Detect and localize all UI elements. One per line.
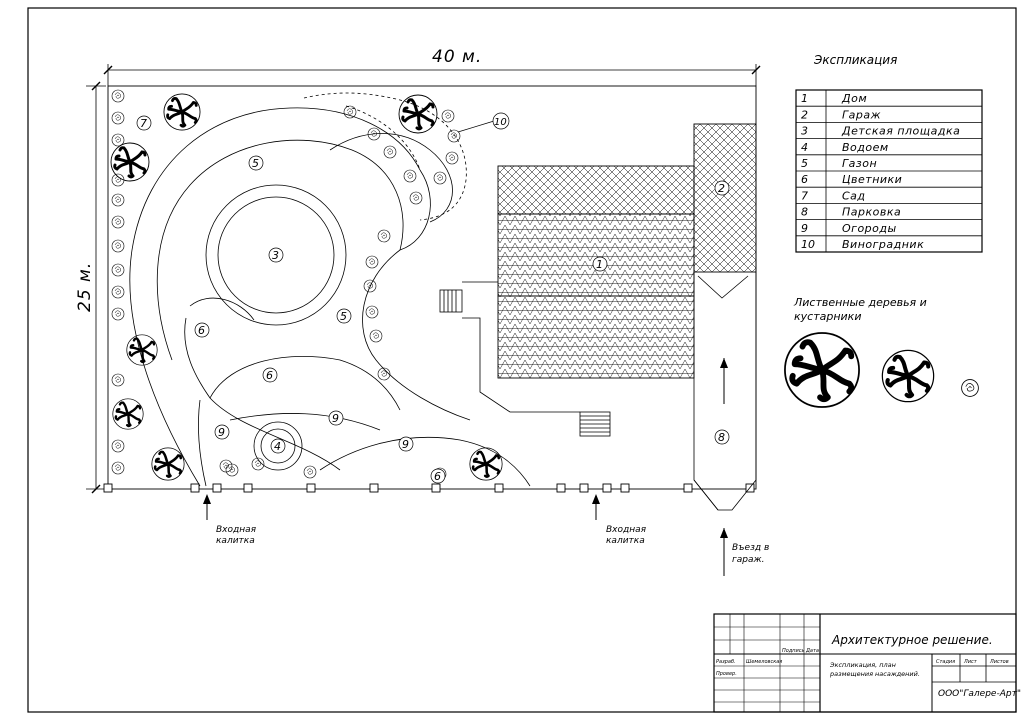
garden-beds [129, 92, 531, 487]
explication-row-number: 1 [801, 92, 808, 105]
explication-title: Экспликация [813, 53, 897, 67]
sheet-description-line2: размещения насаждений. [829, 670, 920, 678]
legend-title-line2: кустарники [794, 310, 861, 323]
zone-label-group: 1 2 3 4 5 5 6 6 6 7 8 9 9 9 10 [136, 112, 730, 484]
row-prover: Провер. [716, 671, 737, 677]
gate-2-label-line2: калитка [606, 536, 645, 546]
house-roof [497, 165, 695, 379]
svg-text:2: 2 [718, 182, 725, 195]
title-block [713, 613, 1017, 713]
zone-label-6c: 6 [430, 468, 446, 484]
svg-text:7: 7 [140, 117, 147, 130]
sheet-description-line1: Экспликация, план [829, 661, 896, 669]
explication-rows: 1 Дом 2 Гараж 3 Детская площадка 4 Водоем 5 Газон… [796, 92, 982, 251]
explication-row-number: 8 [801, 206, 808, 219]
zone-label-3: 3 [268, 247, 284, 263]
dimension-height [86, 81, 106, 494]
garage-drive [693, 272, 757, 511]
explication-row-name: Огороды [842, 222, 897, 235]
explication-row-name: Детская площадка [841, 125, 960, 138]
dimension-width [103, 64, 761, 86]
svg-text:3: 3 [272, 249, 279, 262]
svg-text:8: 8 [718, 431, 725, 444]
explication-row-number: 6 [801, 173, 808, 186]
col-list: Лист [963, 659, 978, 665]
col-podpis: Подпись [782, 648, 805, 654]
porch-steps [439, 281, 611, 437]
svg-text:9: 9 [332, 412, 339, 425]
garage-entry-label-line2: гараж. [732, 555, 764, 565]
zone-label-6b: 6 [262, 367, 278, 383]
svg-text:6: 6 [266, 369, 273, 382]
company-name: ООО"Галере-Арт" [938, 689, 1021, 699]
gate-arrow-1 [203, 494, 211, 520]
garage-entry-arrow [720, 358, 728, 576]
garage-roof [693, 123, 757, 273]
zone-label-2: 2 [714, 180, 730, 196]
zone-label-10: 10 [457, 112, 510, 133]
svg-text:9: 9 [402, 438, 409, 451]
svg-text:5: 5 [340, 310, 347, 323]
gate-2-label-line1: Входная [606, 525, 647, 535]
svg-text:6: 6 [198, 324, 205, 337]
svg-text:4: 4 [274, 440, 281, 453]
col-listov: Листов [989, 659, 1009, 665]
height-label: 25 м. [75, 262, 95, 312]
trees [109, 92, 504, 482]
zone-label-6a: 6 [194, 322, 210, 338]
explication-row-name: Газон [842, 157, 877, 170]
explication-row-name: Виноградник [842, 238, 924, 251]
explication-row-name: Гараж [842, 108, 881, 121]
shrub-row [111, 89, 461, 481]
explication-row-name: Дом [841, 92, 867, 105]
zone-label-9a: 9 [214, 424, 230, 440]
zone-label-5b: 5 [336, 308, 352, 324]
width-label: 40 м. [432, 47, 482, 67]
explication-row-number: 7 [801, 189, 808, 202]
zone-label-1: 1 [592, 256, 608, 272]
svg-text:1: 1 [596, 258, 603, 271]
col-stadiya: Стадия [936, 659, 955, 665]
explication-row-name: Водоем [842, 141, 889, 154]
zone-label-8: 8 [714, 429, 730, 445]
gate-1-label-line2: калитка [216, 536, 255, 546]
zone-label-7: 7 [136, 115, 152, 131]
legend-title-line1: Лиственные деревья и [793, 296, 927, 309]
project-title: Архитектурное решение. [831, 633, 993, 647]
explication-row-number: 2 [801, 108, 808, 121]
explication-row-number: 10 [801, 238, 815, 251]
svg-text:10: 10 [494, 117, 507, 128]
explication-row-name: Парковка [842, 206, 901, 219]
zone-label-9b: 9 [328, 410, 344, 426]
row-razrab: Разраб. [716, 659, 736, 665]
explication-row-name: Сад [842, 189, 866, 202]
svg-text:9: 9 [218, 426, 225, 439]
sheet-frame [27, 7, 1017, 713]
fence-posts [103, 483, 755, 493]
legend-tree-small [882, 350, 933, 401]
explication-row-name: Цветники [842, 173, 902, 186]
explication-row-number: 3 [801, 125, 808, 138]
garage-entry-label-line1: Въезд в [732, 543, 769, 553]
col-data: Дата [805, 648, 819, 654]
row-razrab-name: Шемеловская [746, 659, 782, 665]
svg-text:5: 5 [252, 157, 259, 170]
zone-label-5a: 5 [248, 155, 264, 171]
gate-1-label-line1: Входная [216, 525, 257, 535]
svg-text:6: 6 [434, 470, 441, 483]
zone-label-9c: 9 [398, 436, 414, 452]
explication-row-number: 9 [801, 222, 808, 235]
explication-row-number: 5 [801, 157, 808, 170]
legend-tree-large [785, 333, 859, 407]
legend-shrub [961, 379, 979, 397]
gate-arrow-2 [592, 494, 600, 520]
explication-row-number: 4 [801, 141, 808, 154]
zone-label-4: 4 [270, 438, 286, 454]
